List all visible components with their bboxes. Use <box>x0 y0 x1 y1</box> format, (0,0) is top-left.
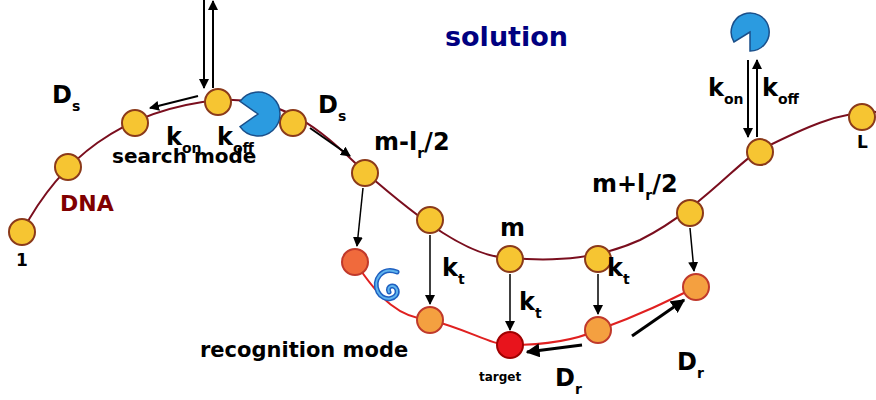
site-label: m <box>500 216 525 240</box>
rate-symbol: k <box>762 76 778 100</box>
sliding-arrow <box>150 96 198 108</box>
transition-arrow <box>509 274 511 330</box>
dna-sites <box>9 89 875 272</box>
site-subscript: r <box>417 146 424 160</box>
site-label: m+l <box>592 172 645 196</box>
site-label: m-l <box>374 130 417 154</box>
end-label: L <box>857 134 868 151</box>
end-label: 1 <box>16 252 28 269</box>
rate-symbol: k <box>607 256 623 280</box>
diffusion-symbol: D <box>555 366 575 390</box>
recognition-sliding-arrow <box>527 345 582 352</box>
site-label: /2 <box>424 130 449 154</box>
diffusion-subscript: s <box>72 99 80 113</box>
target-label: target <box>479 371 521 383</box>
mode-label: recognition mode <box>200 340 408 361</box>
transition-arrow <box>690 228 694 271</box>
diffusion-subscript: r <box>575 382 582 396</box>
koff-arrow <box>212 1 214 88</box>
diffusion-symbol: D <box>677 350 697 374</box>
rate-symbol: k <box>519 290 535 314</box>
diffusion-symbol: D <box>318 93 338 117</box>
mode-label: search mode <box>112 146 256 166</box>
rate-subscript: t <box>623 272 630 286</box>
site-label: /2 <box>652 172 677 196</box>
kon-arrow <box>747 60 749 137</box>
transition-arrow <box>429 235 431 304</box>
rate-subscript: t <box>458 272 465 286</box>
transition-arrow <box>597 274 599 314</box>
protein-recognition-core <box>376 271 397 299</box>
diffusion-symbol: D <box>52 83 72 107</box>
rate-symbol: k <box>442 256 458 280</box>
rate-subscript: on <box>724 92 744 106</box>
recognition-strand <box>355 262 696 345</box>
transition-arrow <box>357 188 363 246</box>
site-subscript: r <box>645 188 652 202</box>
rate-subscript: off <box>778 92 799 106</box>
diffusion-subscript: r <box>697 366 704 380</box>
protein-search <box>240 92 280 136</box>
recognition-sliding-arrow <box>632 300 684 336</box>
protein-recognition <box>376 271 397 299</box>
koff-arrow <box>756 60 758 137</box>
kon-arrow <box>203 0 205 88</box>
sliding-arrow <box>310 128 350 156</box>
rate-symbol: k <box>708 76 724 100</box>
dna-label: DNA <box>60 193 114 215</box>
protein-solution <box>731 13 769 51</box>
region-label: solution <box>445 23 568 50</box>
rate-subscript: t <box>535 306 542 320</box>
diffusion-subscript: s <box>338 109 346 123</box>
